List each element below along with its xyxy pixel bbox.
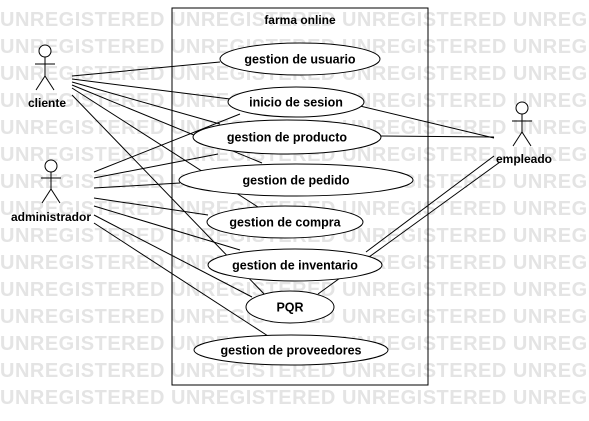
association-empleado-gestion-producto [380, 135, 495, 138]
use-case-label: gestion de proveedores [220, 344, 361, 358]
association-cliente-gestion-usuario [71, 61, 221, 77]
use-case-ellipse [193, 334, 389, 366]
use-case-ellipse [227, 86, 365, 118]
use-case-inicio-sesion: inicio de sesion [227, 86, 365, 118]
use-case-label: PQR [276, 301, 303, 315]
actor-label-empleado: empleado [496, 152, 552, 166]
actor-leg-right [44, 75, 55, 91]
actor-label-administrador: administrador [11, 210, 91, 224]
use-case-gestion-usuario: gestion de usuario [219, 42, 381, 76]
use-case-ellipse [219, 42, 381, 76]
association-empleado-inicio-sesion [359, 105, 495, 139]
system-boundary [171, 7, 429, 386]
use-case-label: gestion de producto [227, 131, 348, 145]
association-cliente-inicio-sesion [71, 78, 231, 100]
association-administrador-gestion-proveedores [93, 222, 269, 337]
association-administrador-gestion-compra [93, 197, 209, 216]
use-case-ellipse [192, 119, 382, 155]
actor-administrador [41, 159, 61, 204]
use-case-gestion-producto: gestion de producto [192, 119, 382, 155]
use-case-gestion-pedido: gestion de pedido [178, 163, 414, 197]
actor-leg-left [35, 75, 46, 91]
use-case-label: gestion de compra [229, 216, 341, 230]
use-case-pqr: PQR [245, 290, 335, 324]
actor-empleado [512, 101, 532, 147]
use-case-ellipse [206, 205, 364, 239]
association-empleado-gestion-inventario [365, 155, 495, 253]
actor-leg-right [521, 131, 532, 147]
actor-leg-left [41, 188, 52, 204]
use-case-ellipse [207, 248, 383, 282]
actor-leg-left [512, 131, 523, 147]
actor-head [44, 159, 58, 173]
use-case-ellipse [178, 163, 414, 197]
actor-label-cliente: cliente [28, 96, 66, 110]
use-case-ellipse [245, 290, 335, 324]
use-case-label: inicio de sesion [249, 96, 343, 110]
use-case-gestion-proveedores: gestion de proveedores [193, 334, 389, 366]
association-administrador-gestion-inventario [93, 205, 241, 251]
use-case-label: gestion de pedido [243, 174, 350, 188]
actor-head [38, 44, 52, 58]
actor-leg-right [50, 188, 61, 204]
actor-head [515, 101, 529, 115]
association-administrador-gestion-pedido [93, 182, 181, 189]
association-administrador-gestion-producto [93, 153, 219, 179]
associations [71, 61, 501, 337]
system-title: farma online [264, 13, 336, 27]
association-administrador-inicio-sesion [93, 113, 241, 173]
use-case-gestion-inventario: gestion de inventario [207, 248, 383, 282]
use-case-gestion-compra: gestion de compra [206, 205, 364, 239]
actor-cliente [35, 44, 55, 91]
use-case-label: gestion de inventario [232, 259, 358, 273]
association-cliente-gestion-producto [71, 81, 221, 125]
association-administrador-pqr [93, 214, 253, 298]
use-case-label: gestion de usuario [244, 53, 355, 67]
